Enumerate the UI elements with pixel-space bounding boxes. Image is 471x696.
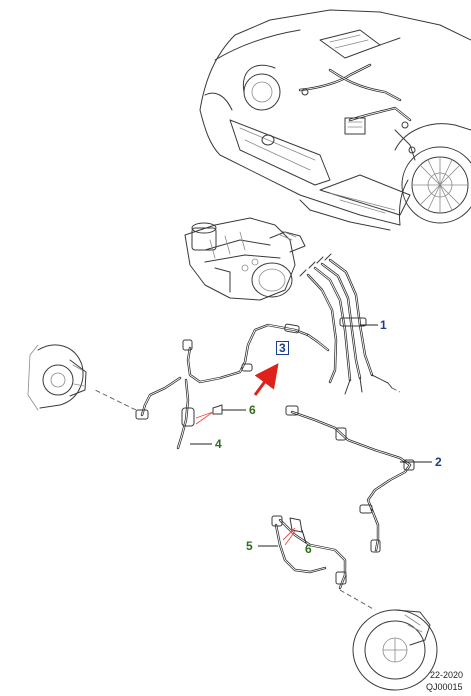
callout-2: 2 [435,455,442,469]
front-left-brake-hose [27,323,330,450]
leader-6b [301,529,307,544]
highlight-arrow [253,363,279,396]
callout-5: 5 [246,539,253,553]
reference-date: 22-2020 [430,670,464,680]
front-brake-pipe-bundle [299,253,401,395]
abs-hydraulic-unit [184,217,306,301]
callout-1: 1 [380,318,387,332]
vehicle-front-illustration [199,9,471,231]
rear-left-brake-hose [271,515,438,691]
callout-4: 4 [215,437,222,451]
rear-brake-pipe [285,405,415,553]
callout-3: 3 [276,341,289,355]
callout-6-front: 6 [249,403,256,417]
callout-6-rear: 6 [305,542,312,556]
reference-code: QJ00015 [426,682,463,692]
